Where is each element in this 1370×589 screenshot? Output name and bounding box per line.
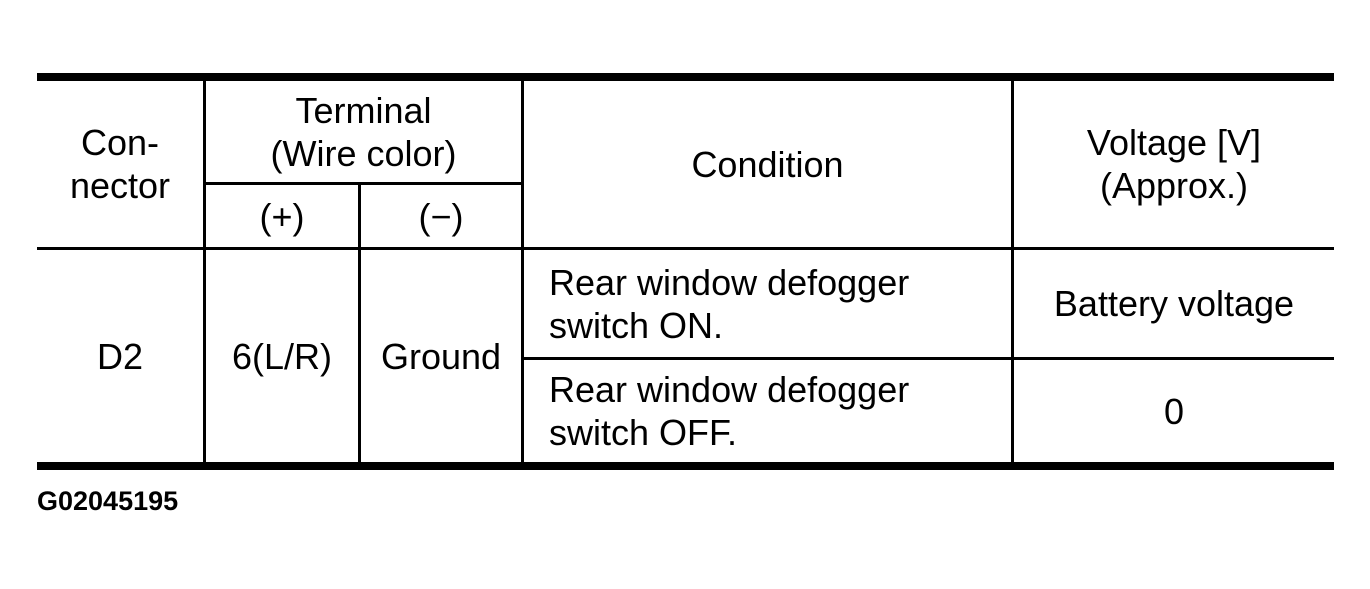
divider-plus-minus — [358, 184, 361, 462]
header-connector-line2: nector — [69, 165, 171, 206]
divider-header-body — [37, 247, 1334, 250]
figure-id: G02045195 — [37, 486, 179, 516]
header-voltage-line1: Voltage [V] — [1086, 122, 1262, 163]
header-terminal-line1: Terminal — [295, 89, 432, 131]
divider-condition-rows — [521, 357, 1334, 360]
cell-terminal-plus-value: 6(L/R) — [231, 335, 333, 377]
divider-connector-terminal — [203, 81, 206, 462]
divider-terminal-condition — [521, 81, 524, 462]
header-condition: Condition — [691, 143, 844, 185]
cell-voltage-on: Battery voltage — [1053, 283, 1295, 324]
cell-voltage-off: 0 — [1163, 390, 1185, 432]
header-voltage-line2: (Approx.) — [1099, 165, 1249, 206]
condition-on-text: Rear window defogger switch ON. — [549, 261, 910, 346]
voltage-inspection-table: Con- nector Terminal (Wire color) (+) (−… — [37, 73, 1334, 470]
cell-condition-off: Rear window defogger switch OFF. — [524, 360, 1011, 462]
header-connector-line1: Con- — [80, 122, 160, 163]
table-border-top — [37, 73, 1334, 81]
header-terminal-minus: (−) — [418, 195, 464, 237]
condition-off-text: Rear window defogger switch OFF. — [549, 369, 910, 453]
cell-connector-value: D2 — [96, 335, 144, 377]
header-voltage: Voltage [V] (Approx.) — [1014, 81, 1334, 247]
divider-condition-voltage — [1011, 81, 1014, 462]
divider-terminal-subheader — [203, 182, 524, 185]
cell-terminal-minus-value: Ground — [380, 335, 502, 377]
header-terminal: Terminal (Wire color) — [206, 81, 521, 182]
header-terminal-line2: (Wire color) — [270, 132, 457, 174]
header-connector: Con- nector — [37, 81, 203, 247]
header-terminal-plus: (+) — [259, 195, 305, 237]
cell-condition-on: Rear window defogger switch ON. — [524, 250, 1011, 357]
table-border-bottom — [37, 462, 1334, 470]
